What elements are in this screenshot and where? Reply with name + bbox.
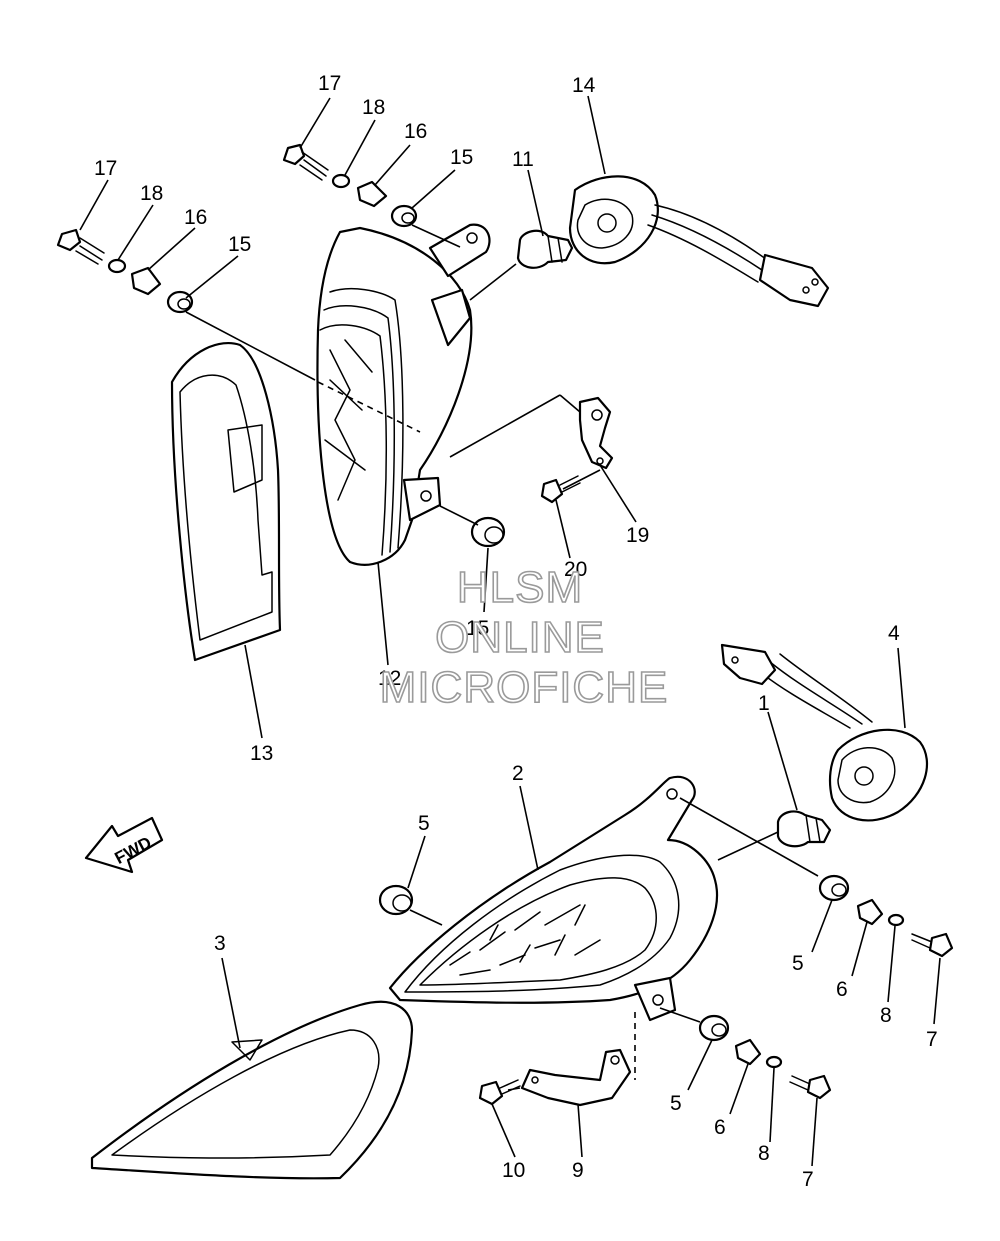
- callout-5-left: 5: [418, 812, 430, 835]
- upper-right-hardware: [282, 143, 418, 228]
- part-9-bracket: [520, 1048, 632, 1107]
- callout-13: 13: [250, 742, 273, 765]
- part-13-cover-upper: [170, 341, 282, 662]
- part-10-bolt: [478, 1079, 521, 1106]
- callout-20: 20: [564, 558, 587, 581]
- callout-16-upper-right: 16: [404, 120, 427, 143]
- watermark-line-2: ONLINE: [435, 613, 605, 662]
- callout-leaders: [79, 95, 941, 1167]
- watermark-line-1: HLSM: [457, 563, 583, 612]
- callout-19: 19: [626, 524, 649, 547]
- part-2-housing-lower: [388, 775, 719, 1022]
- watermark: HLSM ONLINE MICROFICHE: [379, 562, 669, 713]
- callout-7-upper: 7: [926, 1028, 938, 1051]
- callout-18-upper-left: 18: [140, 182, 163, 205]
- part-3-cover-lower: [90, 1000, 414, 1180]
- upper-alignment-lines: [185, 224, 601, 526]
- upper-left-hardware: [56, 228, 194, 314]
- callout-5-right-lower: 5: [670, 1092, 682, 1115]
- callout-numbers: 17 18 16 15 11 14 17 18 16 15 19 20 15 1…: [94, 72, 938, 1191]
- callout-5-right-upper: 5: [792, 952, 804, 975]
- callout-18-upper-right: 18: [362, 96, 385, 119]
- part-15-grommet-middle: [470, 516, 506, 548]
- part-5-grommet-left: [378, 884, 414, 916]
- lower-right-hardware-upper: [818, 874, 954, 958]
- fwd-direction-arrow: FWD: [84, 816, 164, 874]
- callout-9: 9: [572, 1159, 584, 1182]
- callout-11: 11: [512, 148, 534, 171]
- part-19-bracket: [578, 396, 614, 470]
- callout-6-upper: 6: [836, 978, 848, 1001]
- callout-17-upper-right: 17: [318, 72, 341, 95]
- callout-8-upper: 8: [880, 1004, 892, 1027]
- lower-right-hardware-lower: [698, 1014, 832, 1100]
- part-12-housing-upper: [316, 223, 491, 566]
- part-1-bulb-lower: [776, 810, 832, 848]
- callout-17-upper-left: 17: [94, 157, 117, 180]
- part-4-socket-lower: [720, 643, 929, 822]
- callout-7-lower: 7: [802, 1168, 814, 1191]
- callout-15-upper-right: 15: [450, 146, 473, 169]
- callout-6-lower: 6: [714, 1116, 726, 1139]
- callout-15-middle: 15: [466, 617, 489, 640]
- callout-10: 10: [502, 1159, 525, 1182]
- part-20-bolt: [540, 475, 581, 504]
- part-11-bulb-upper: [516, 229, 574, 269]
- callout-2: 2: [512, 762, 524, 785]
- callout-8-lower: 8: [758, 1142, 770, 1165]
- callout-1: 1: [758, 692, 770, 715]
- callout-4: 4: [888, 622, 900, 645]
- callout-12: 12: [378, 667, 401, 690]
- callout-16-upper-left: 16: [184, 206, 207, 229]
- part-14-socket-upper: [568, 175, 830, 308]
- watermark-line-3: MICROFICHE: [380, 663, 669, 712]
- callout-14: 14: [572, 74, 596, 97]
- callout-15-upper-left: 15: [228, 233, 251, 256]
- lower-alignment-lines: [409, 797, 819, 1091]
- callout-3: 3: [214, 932, 226, 955]
